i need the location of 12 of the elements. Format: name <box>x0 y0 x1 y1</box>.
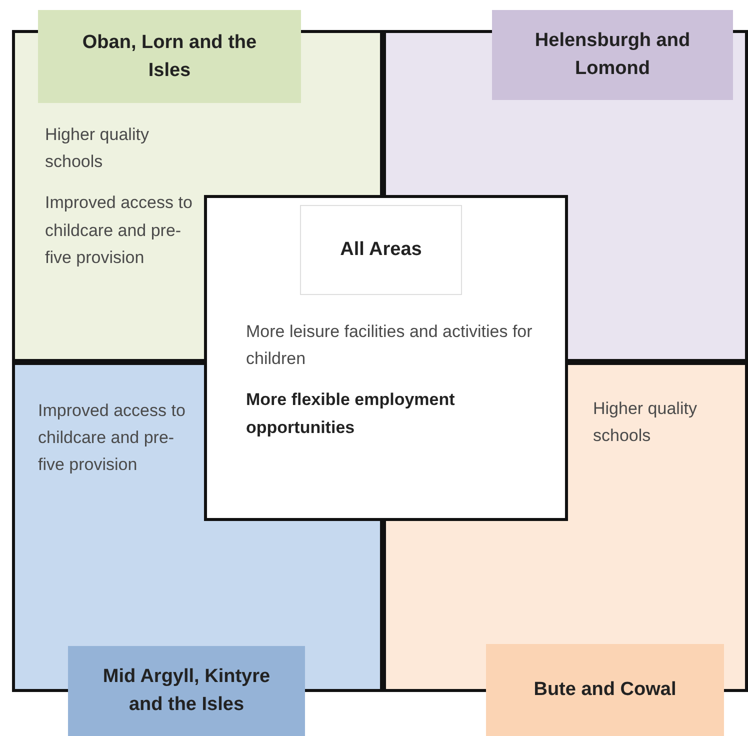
priority-text: Improved access to childcare and pre-five provision <box>38 400 186 476</box>
region-heading: Mid Argyll, Kintyre and the Isles <box>68 646 305 736</box>
priority-text: More flexible employment opportunities <box>246 389 456 439</box>
summary-box <box>204 195 568 521</box>
region-heading: Bute and Cowal <box>486 644 724 736</box>
priority-text: Higher quality schools <box>45 124 150 174</box>
region-heading: Oban, Lorn and the Isles <box>38 10 301 103</box>
region-heading: Helensburgh and Lomond <box>492 10 733 100</box>
priority-text: More leisure facilities and activities for children <box>246 321 534 370</box>
priority-text: Improved access to childcare and pre-five provision <box>45 192 194 269</box>
priority-text: Higher quality schools <box>593 398 698 448</box>
region-heading: All Areas <box>300 205 462 295</box>
